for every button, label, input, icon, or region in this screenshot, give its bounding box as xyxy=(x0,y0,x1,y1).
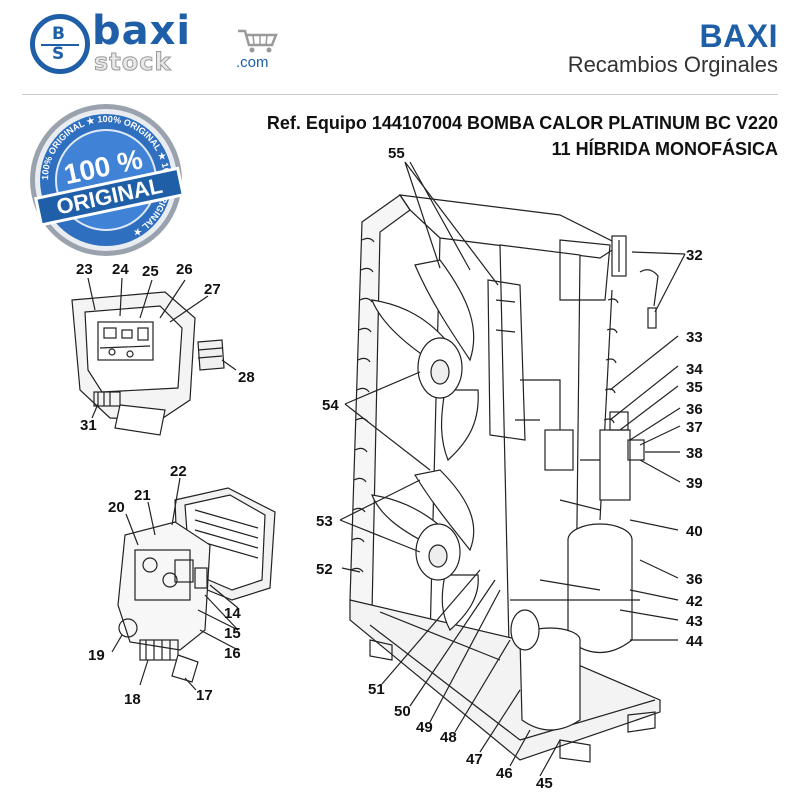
callout-22[interactable]: 22 xyxy=(170,463,187,480)
callout-40[interactable]: 40 xyxy=(686,523,703,540)
callout-55[interactable]: 55 xyxy=(388,145,405,162)
brand-name: BAXI xyxy=(699,18,778,54)
callout-35[interactable]: 35 xyxy=(686,379,703,396)
callout-14[interactable]: 14 xyxy=(224,605,241,622)
logo-domain: .com xyxy=(236,54,269,71)
logo-badge-bottom: S xyxy=(52,44,65,64)
callout-36-upper[interactable]: 36 xyxy=(686,401,703,418)
callout-16[interactable]: 16 xyxy=(224,645,241,662)
callout-25[interactable]: 25 xyxy=(142,263,159,280)
callout-47[interactable]: 47 xyxy=(466,751,483,768)
title-line-2: 11 HÍBRIDA MONOFÁSICA xyxy=(551,139,778,159)
compressor-assembly[interactable] xyxy=(510,379,645,731)
callout-26[interactable]: 26 xyxy=(176,261,193,278)
logo-word-top: baxi xyxy=(92,8,192,54)
callout-46[interactable]: 46 xyxy=(496,765,513,782)
header-divider xyxy=(22,94,778,95)
logo-word-bottom: stock xyxy=(93,48,172,77)
callout-33[interactable]: 33 xyxy=(686,329,703,346)
lower-fan[interactable] xyxy=(371,469,479,631)
callout-50[interactable]: 50 xyxy=(394,703,411,720)
original-seal-badge: 100% ORIGINAL ★ 100% ORIGINAL ★ 100% ORI… xyxy=(30,104,186,256)
callout-27[interactable]: 27 xyxy=(204,281,221,298)
service-valve-parts[interactable] xyxy=(611,235,659,329)
outdoor-unit-frame[interactable] xyxy=(349,194,661,763)
callout-34[interactable]: 34 xyxy=(686,361,703,378)
callout-53[interactable]: 53 xyxy=(316,513,333,530)
upper-fan[interactable] xyxy=(371,259,479,462)
control-board-assembly[interactable] xyxy=(71,291,225,436)
callout-42[interactable]: 42 xyxy=(686,593,703,610)
callout-28[interactable]: 28 xyxy=(238,369,255,386)
callout-43[interactable]: 43 xyxy=(686,613,703,630)
callout-21[interactable]: 21 xyxy=(134,487,151,504)
baxistock-logo[interactable]: B S baxi stock .com xyxy=(30,8,290,78)
callout-32[interactable]: 32 xyxy=(686,247,703,264)
logo-badge-divider xyxy=(41,44,79,46)
callout-38[interactable]: 38 xyxy=(686,445,703,462)
callout-54[interactable]: 54 xyxy=(322,397,339,414)
callout-36-lower[interactable]: 36 xyxy=(686,571,703,588)
callout-37[interactable]: 37 xyxy=(686,419,703,436)
callout-51[interactable]: 51 xyxy=(368,681,385,698)
shopping-cart-icon xyxy=(238,29,278,53)
equipment-reference-title: Ref. Equipo 144107004 BOMBA CALOR PLATIN… xyxy=(267,110,778,162)
callout-44[interactable]: 44 xyxy=(686,633,703,650)
inverter-assembly[interactable] xyxy=(117,487,276,683)
callout-18[interactable]: 18 xyxy=(124,691,141,708)
callout-15[interactable]: 15 xyxy=(224,625,241,642)
callout-23[interactable]: 23 xyxy=(76,261,93,278)
callout-19[interactable]: 19 xyxy=(88,647,105,664)
callout-45[interactable]: 45 xyxy=(536,775,553,792)
logo-badge: B S xyxy=(30,14,90,74)
callout-20[interactable]: 20 xyxy=(108,499,125,516)
brand-tagline: Recambios Orginales xyxy=(567,52,778,77)
logo-badge-top: B xyxy=(52,24,65,44)
callout-24[interactable]: 24 xyxy=(112,261,129,278)
callout-39[interactable]: 39 xyxy=(686,475,703,492)
callout-52[interactable]: 52 xyxy=(316,561,333,578)
callout-17[interactable]: 17 xyxy=(196,687,213,704)
callout-31[interactable]: 31 xyxy=(80,417,97,434)
callout-49[interactable]: 49 xyxy=(416,719,433,736)
callout-48[interactable]: 48 xyxy=(440,729,457,746)
title-line-1: Ref. Equipo 144107004 BOMBA CALOR PLATIN… xyxy=(266,113,778,133)
part-callouts: 14 15 16 17 18 19 20 21 22 23 24 25 26 2… xyxy=(76,145,703,792)
